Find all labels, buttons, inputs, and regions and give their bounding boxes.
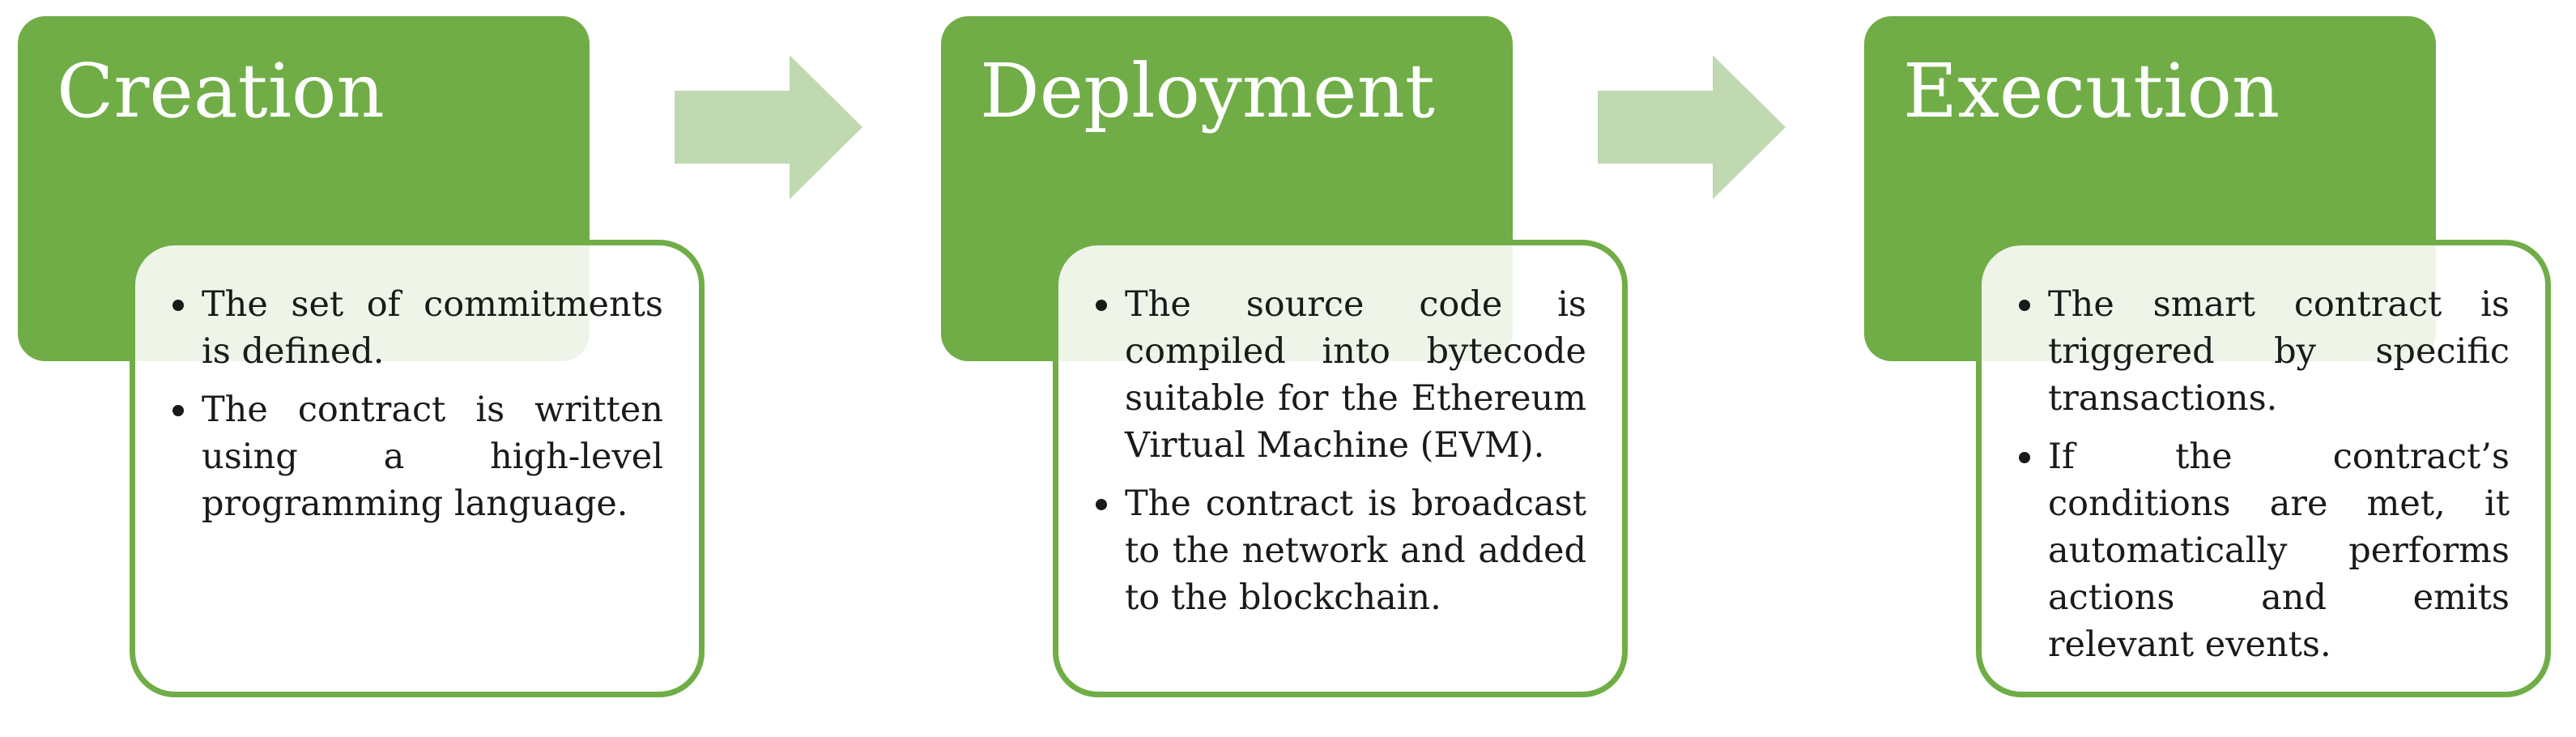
stage-title: Deployment bbox=[980, 48, 1435, 134]
bullet-dot-icon bbox=[2019, 300, 2030, 311]
arrow-shape bbox=[675, 55, 862, 199]
bullet-list: The set of commitments is defined. The c… bbox=[135, 245, 699, 527]
bullet-item: The contract is broadcast to the network… bbox=[1094, 480, 1586, 621]
stage-card: The set of commitments is defined. The c… bbox=[130, 240, 705, 697]
bullet-item: The contract is written using a high-lev… bbox=[171, 386, 663, 527]
bullet-item: If the contract’s conditions are met, it… bbox=[2017, 433, 2510, 668]
bullet-item: The smart contract is triggered by speci… bbox=[2017, 281, 2510, 422]
bullet-item: The source code is compiled into bytecod… bbox=[1094, 281, 1586, 469]
stage-execution: Execution The smart contract is triggere… bbox=[1864, 16, 2576, 721]
bullet-dot-icon bbox=[172, 405, 184, 416]
stage-title: Creation bbox=[57, 48, 385, 134]
right-arrow-icon bbox=[675, 55, 862, 199]
bullet-dot-icon bbox=[1096, 300, 1107, 311]
bullet-dot-icon bbox=[2019, 452, 2030, 463]
right-arrow-icon bbox=[1598, 55, 1786, 199]
stage-title: Execution bbox=[1903, 48, 2280, 134]
arrow-shape bbox=[1598, 55, 1786, 199]
bullet-text: The contract is broadcast to the network… bbox=[1125, 484, 1586, 618]
stage-creation: Creation The set of commitments is defin… bbox=[18, 16, 767, 721]
bullet-text: The smart contract is triggered by speci… bbox=[2048, 284, 2510, 419]
bullet-text: The set of commitments is defined. bbox=[202, 284, 663, 372]
bullet-item: The set of commitments is defined. bbox=[171, 281, 663, 375]
stage-deployment: Deployment The source code is compiled i… bbox=[941, 16, 1690, 721]
stage-card: The smart contract is triggered by speci… bbox=[1976, 240, 2551, 697]
bullet-text: If the contract’s conditions are met, it… bbox=[2048, 437, 2510, 665]
stage-card: The source code is compiled into bytecod… bbox=[1053, 240, 1628, 697]
bullet-list: The smart contract is triggered by speci… bbox=[1982, 245, 2545, 668]
bullet-text: The source code is compiled into bytecod… bbox=[1125, 284, 1586, 466]
bullet-dot-icon bbox=[172, 300, 184, 311]
bullet-list: The source code is compiled into bytecod… bbox=[1058, 245, 1622, 621]
bullet-dot-icon bbox=[1096, 499, 1107, 510]
bullet-text: The contract is written using a high-lev… bbox=[202, 390, 663, 524]
